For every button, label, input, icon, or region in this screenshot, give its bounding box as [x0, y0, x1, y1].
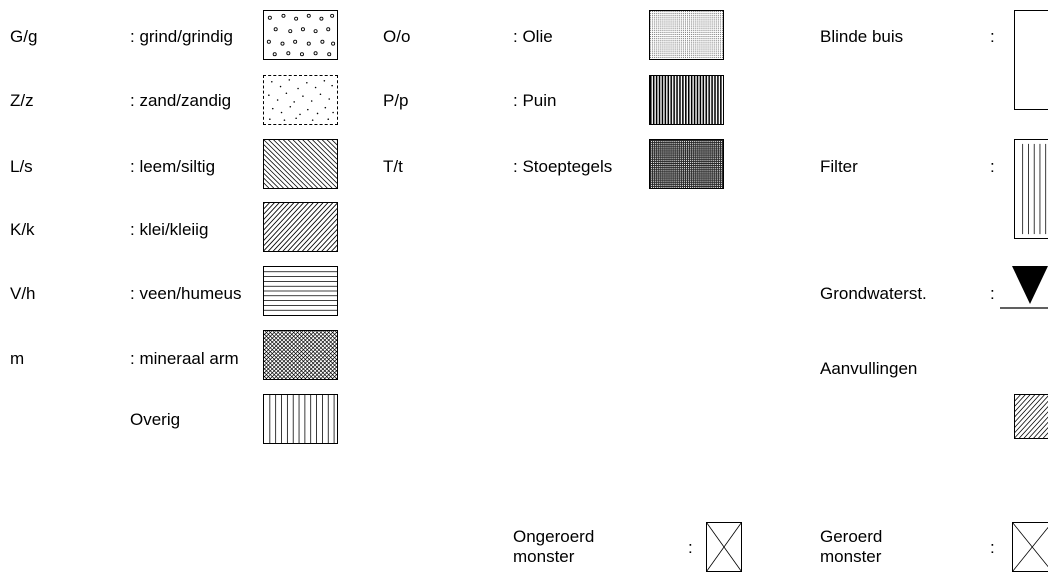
tiles-pattern-swatch	[649, 139, 724, 189]
sep-blind-pipe: :	[990, 27, 995, 46]
label-tiles: : Stoeptegels	[513, 157, 613, 176]
label-debris: : Puin	[513, 91, 557, 110]
label-mineral-poor: : mineraal arm	[130, 349, 239, 368]
label-groundwater: Grondwaterst.	[820, 284, 927, 303]
label-undisturbed-sample: Ongeroerd monster	[513, 527, 594, 567]
label-disturbed-line1: Geroerd	[820, 527, 883, 546]
label-disturbed-line2: monster	[820, 547, 882, 566]
clay-pattern-swatch	[263, 202, 338, 252]
code-mineral-poor: m	[10, 349, 25, 368]
sep-filter: :	[990, 157, 995, 176]
label-gravel: : grind/grindig	[130, 27, 234, 46]
code-clay: K/k	[10, 220, 35, 239]
code-loam: L/s	[10, 157, 33, 176]
code-gravel: G/g	[10, 27, 38, 46]
code-tiles: T/t	[383, 157, 403, 176]
sand-pattern-swatch	[263, 75, 338, 125]
code-peat: V/h	[10, 284, 36, 303]
label-backfill: Aanvullingen	[820, 359, 918, 378]
label-undisturbed-line2: monster	[513, 547, 575, 566]
sep-undisturbed: :	[688, 538, 693, 557]
code-sand: Z/z	[10, 91, 34, 110]
label-undisturbed-line1: Ongeroerd	[513, 527, 595, 546]
label-loam: : leem/siltig	[130, 157, 216, 176]
code-oil: O/o	[383, 27, 411, 46]
backfill-pattern-swatch	[1014, 394, 1048, 439]
peat-pattern-swatch	[263, 266, 338, 316]
sep-groundwater: :	[990, 284, 995, 303]
sep-disturbed: :	[990, 538, 995, 557]
oil-pattern-swatch	[649, 10, 724, 60]
label-disturbed-sample: Geroerd monster	[820, 527, 882, 567]
debris-pattern-swatch	[649, 75, 724, 125]
gravel-pattern-swatch	[263, 10, 338, 60]
loam-pattern-swatch	[263, 139, 338, 189]
other-pattern-swatch	[263, 394, 338, 444]
label-other: Overig	[130, 410, 181, 429]
filter-pipe-swatch	[1014, 139, 1048, 239]
label-blind-pipe: Blinde buis	[820, 27, 904, 46]
label-filter: Filter	[820, 157, 858, 176]
label-clay: : klei/kleiig	[130, 220, 209, 239]
mineral-poor-pattern-swatch	[263, 330, 338, 380]
label-sand: : zand/zandig	[130, 91, 232, 110]
code-debris: P/p	[383, 91, 409, 110]
disturbed-sample-icon	[1012, 522, 1048, 572]
undisturbed-sample-icon	[706, 522, 742, 572]
blind-pipe-swatch	[1014, 10, 1048, 110]
label-oil: : Olie	[513, 27, 553, 46]
groundwater-level-icon	[1000, 264, 1048, 310]
label-peat: : veen/humeus	[130, 284, 242, 303]
